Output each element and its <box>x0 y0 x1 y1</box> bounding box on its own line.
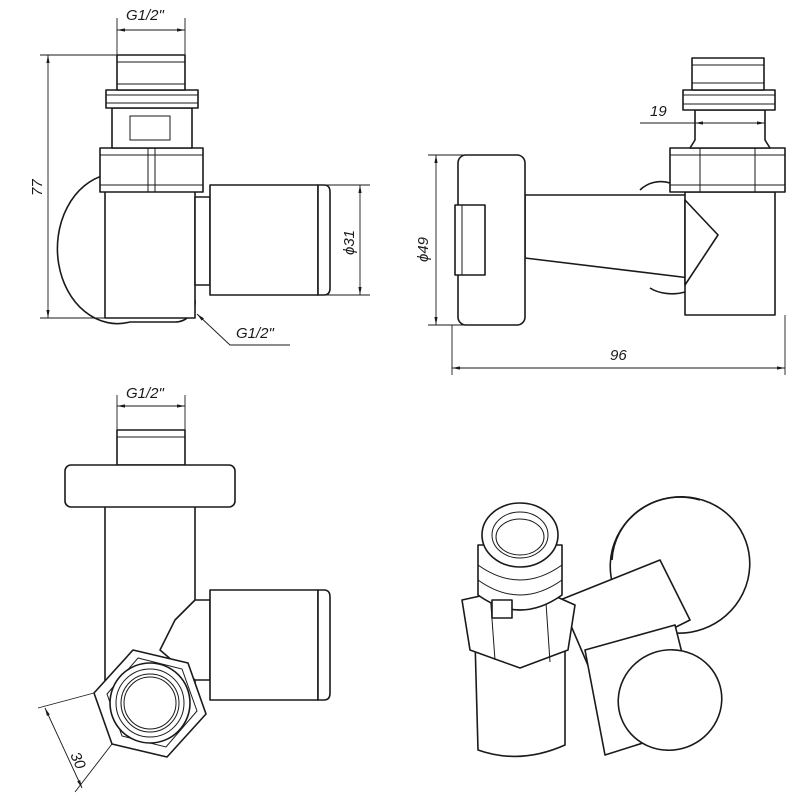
wall-plate-behind <box>56 174 196 325</box>
thread <box>116 429 186 466</box>
thread <box>116 54 186 91</box>
dim-bottom-nut-size: 30 <box>66 750 89 773</box>
pipe <box>559 559 691 671</box>
connector-nut <box>105 89 199 109</box>
dim-side-length: 96 <box>610 347 627 364</box>
wall-plate <box>64 464 236 508</box>
valve-body <box>474 639 566 758</box>
outlet-end <box>617 648 723 752</box>
valve-body <box>104 189 196 319</box>
outlet <box>209 589 319 701</box>
bottom-view: G1/2" 30 <box>37 385 331 793</box>
dim-front-height: 77 <box>29 179 46 196</box>
dim-side-wrench-size: 19 <box>650 103 667 120</box>
stem <box>111 107 193 149</box>
front-view: G1/2" 77 ϕ31 G1/2" <box>29 7 370 346</box>
isometric-view <box>461 495 751 758</box>
spigot <box>454 204 486 276</box>
dim-front-outlet-diameter: ϕ31 <box>341 230 358 255</box>
dim-front-bottom-thread: G1/2" <box>236 325 275 342</box>
dim-side-plate-diameter: ϕ49 <box>415 236 432 262</box>
dim-bottom-top-thread: G1/2" <box>126 385 165 402</box>
side-view: ϕ49 19 96 <box>415 57 786 375</box>
dim-front-top-thread: G1/2" <box>126 7 165 24</box>
thread-end <box>481 502 559 568</box>
outlet <box>209 184 319 296</box>
